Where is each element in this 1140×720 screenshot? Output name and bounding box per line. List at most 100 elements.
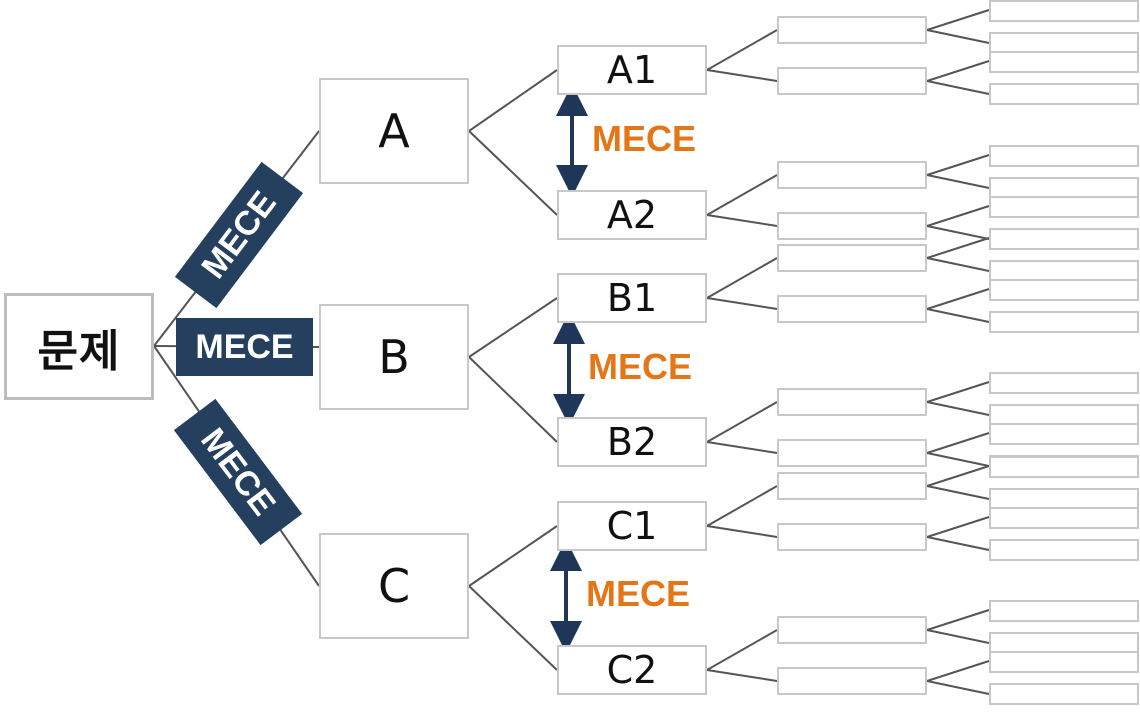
level3-empty-box (777, 212, 927, 240)
branch-c2-label: C2 (606, 648, 658, 692)
branch-a1-label: A1 (606, 48, 658, 92)
level4-empty-box (989, 507, 1139, 529)
leaf-connector (926, 237, 990, 259)
mece-label-b-text: MECE (588, 346, 693, 387)
branch-connector (468, 69, 558, 132)
branch-a2-box: A2 (557, 190, 707, 240)
branch-c2-box: C2 (557, 645, 707, 695)
level3-empty-box (777, 616, 927, 644)
leaf-connector (926, 401, 990, 416)
level3-empty-box (777, 667, 927, 695)
branch-c-box: C (319, 533, 469, 639)
leaf-connector (926, 80, 990, 95)
level3-empty-box (777, 439, 927, 467)
leaf-connector (926, 629, 990, 644)
leaf-connector (926, 465, 990, 487)
level4-empty-box (989, 539, 1139, 561)
leaf-connector (926, 680, 990, 695)
branch-a2-label: A2 (606, 193, 658, 237)
level3-empty-box (777, 67, 927, 95)
root-problem-box: 문제 (4, 293, 154, 400)
mece-tag-middle: MECE (176, 318, 313, 376)
leaf-connector (926, 308, 990, 323)
leaf-connector (926, 174, 990, 189)
mece-label-a-text: MECE (592, 118, 697, 159)
branch-c1-box: C1 (557, 501, 707, 551)
sub-connector (706, 401, 778, 443)
level4-empty-box (989, 456, 1139, 478)
leaf-connector (926, 205, 990, 227)
leaf-connector (926, 516, 990, 538)
level4-empty-box (989, 228, 1139, 250)
branch-b1-box: B1 (557, 273, 707, 323)
branch-connector (468, 297, 558, 358)
mece-label-a: MECE (592, 118, 696, 160)
level4-empty-box (989, 311, 1139, 333)
branch-b2-box: B2 (557, 417, 707, 467)
level3-empty-box (777, 388, 927, 416)
leaf-connector (926, 432, 990, 454)
branch-connector (468, 585, 558, 671)
sub-connector (706, 214, 778, 227)
level3-empty-box (777, 472, 927, 500)
sub-connector (706, 69, 778, 82)
leaf-connector (926, 609, 990, 631)
branch-b1-label: B1 (606, 276, 658, 320)
sub-connector (706, 257, 778, 299)
level4-empty-box (989, 279, 1139, 301)
level4-empty-box (989, 196, 1139, 218)
branch-b2-label: B2 (606, 420, 658, 464)
sub-connector (706, 174, 778, 216)
branch-c1-label: C1 (606, 504, 658, 548)
branch-b-box: B (319, 304, 469, 410)
branch-b-label: B (378, 330, 410, 384)
leaf-connector (926, 225, 990, 240)
level3-empty-box (777, 295, 927, 323)
level4-empty-box (989, 423, 1139, 445)
sub-connector (706, 485, 778, 527)
branch-a-box: A (319, 78, 469, 184)
sub-connector (706, 629, 778, 671)
level4-empty-box (989, 145, 1139, 167)
level4-empty-box (989, 683, 1139, 705)
level4-empty-box (989, 83, 1139, 105)
branch-c-label: C (377, 559, 411, 613)
sub-connector (706, 297, 778, 310)
leaf-connector (926, 452, 990, 467)
sub-connector (706, 669, 778, 682)
level3-empty-box (777, 523, 927, 551)
branch-a1-box: A1 (557, 45, 707, 95)
root-problem-label: 문제 (37, 325, 121, 377)
mece-label-c-text: MECE (586, 573, 691, 614)
level3-empty-box (777, 161, 927, 189)
branch-connector (468, 356, 558, 443)
level4-empty-box (989, 651, 1139, 673)
mece-label-b: MECE (588, 346, 692, 388)
leaf-connector (926, 485, 990, 500)
leaf-connector (926, 288, 990, 310)
leaf-connector (926, 154, 990, 176)
level3-empty-box (777, 244, 927, 272)
leaf-connector (926, 29, 990, 44)
level4-empty-box (989, 0, 1139, 22)
level3-empty-box (777, 16, 927, 44)
level4-empty-box (989, 372, 1139, 394)
leaf-connector (926, 536, 990, 551)
sub-connector (706, 441, 778, 454)
leaf-connector (926, 257, 990, 272)
branch-connector (468, 130, 558, 216)
level4-empty-box (989, 600, 1139, 622)
leaf-connector (926, 60, 990, 82)
leaf-connector (926, 9, 990, 31)
leaf-connector (926, 660, 990, 682)
branch-connector (468, 525, 558, 587)
sub-connector (706, 29, 778, 71)
mece-tag-middle-label: MECE (195, 327, 294, 366)
leaf-connector (926, 381, 990, 403)
mece-label-c: MECE (586, 573, 690, 615)
branch-a-label: A (378, 104, 410, 158)
sub-connector (706, 525, 778, 538)
level4-empty-box (989, 51, 1139, 73)
